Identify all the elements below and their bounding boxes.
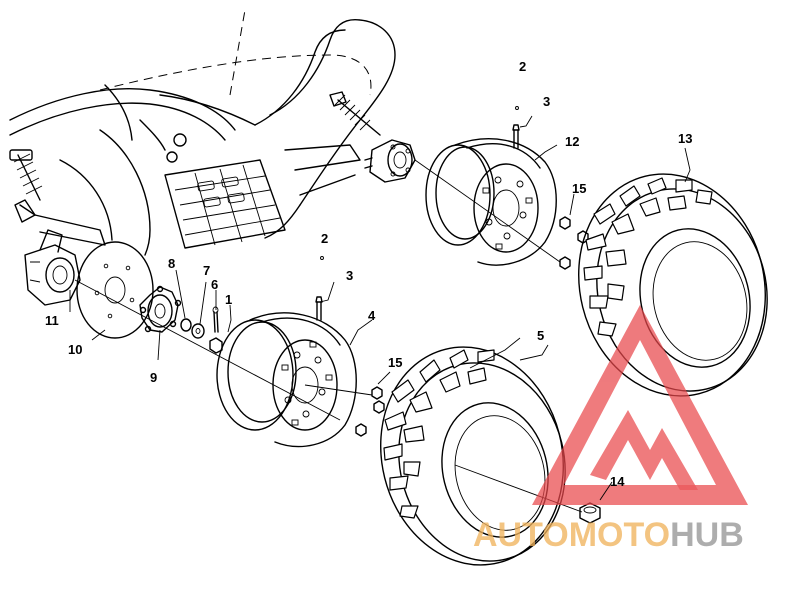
watermark: AUTOMOTOHUB bbox=[473, 305, 748, 554]
front-valve-stem bbox=[315, 256, 324, 321]
callout-3-front: 3 bbox=[346, 268, 353, 283]
callout-8: 8 bbox=[168, 256, 175, 271]
front-lug-nuts bbox=[355, 386, 385, 437]
callout-labels: 1 2 2 3 3 4 5 6 7 8 9 10 11 12 13 14 15 … bbox=[45, 59, 692, 489]
watermark-mark bbox=[590, 410, 698, 490]
callout-14: 14 bbox=[610, 474, 625, 489]
callout-2-rear: 2 bbox=[519, 59, 526, 74]
callout-15-rear: 15 bbox=[572, 181, 586, 196]
rear-valve-stem bbox=[512, 106, 520, 149]
callout-10: 10 bbox=[68, 342, 82, 357]
callout-12: 12 bbox=[565, 134, 579, 149]
washer-and-nut bbox=[180, 318, 223, 354]
callout-7: 7 bbox=[203, 263, 210, 278]
watermark-text-moto: MOTO bbox=[569, 516, 670, 554]
callout-1: 1 bbox=[225, 292, 232, 307]
rear-shock-absorber bbox=[329, 91, 381, 136]
watermark-triangle bbox=[532, 305, 748, 505]
callout-6: 6 bbox=[211, 277, 218, 292]
rear-lug-nuts bbox=[559, 216, 589, 270]
rear-hub-axle bbox=[364, 139, 416, 183]
callout-leaders bbox=[69, 115, 691, 501]
callout-11: 11 bbox=[45, 313, 59, 328]
front-shock-absorber bbox=[9, 149, 43, 201]
front-knuckle bbox=[24, 229, 81, 306]
callout-15-front: 15 bbox=[388, 355, 402, 370]
atv-frame bbox=[9, 9, 396, 256]
callout-5: 5 bbox=[537, 328, 544, 343]
watermark-text-hub: HUB bbox=[670, 516, 744, 554]
wheel-hub bbox=[139, 285, 182, 333]
brake-disc bbox=[76, 241, 154, 339]
callout-3-rear: 3 bbox=[543, 94, 550, 109]
front-rim bbox=[216, 312, 357, 448]
callout-13: 13 bbox=[678, 131, 692, 146]
rear-rim bbox=[425, 138, 557, 266]
cotter-pin bbox=[212, 306, 219, 333]
rear-tire bbox=[578, 173, 768, 397]
callout-4: 4 bbox=[368, 308, 376, 323]
svg-text:AUTOMOTOHUB: AUTOMOTOHUB bbox=[473, 516, 744, 554]
watermark-text-auto: AUTO bbox=[473, 516, 569, 554]
callout-2-front: 2 bbox=[321, 231, 328, 246]
front-tire bbox=[380, 346, 566, 566]
callout-9: 9 bbox=[150, 370, 157, 385]
